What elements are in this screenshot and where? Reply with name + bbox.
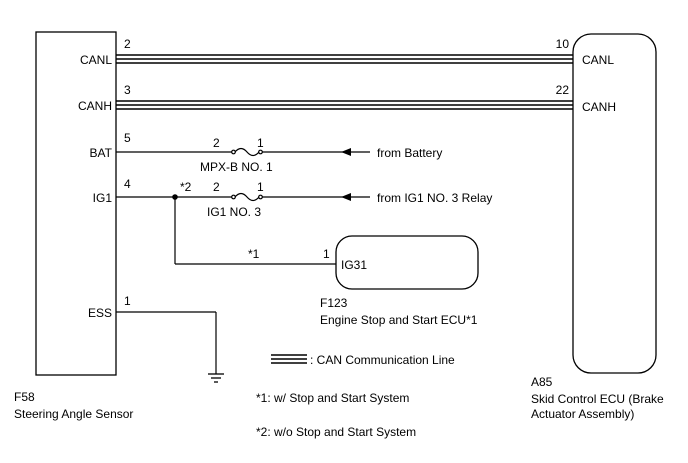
stop-start-ecu-name: Engine Stop and Start ECU*1 — [320, 313, 478, 327]
sensor-pin-ig1-number: 4 — [124, 177, 131, 191]
fuse2-pin-left: 2 — [213, 180, 220, 194]
can-line-legend-icon — [271, 354, 307, 364]
skid-ecu-name-line2: Actuator Assembly) — [531, 407, 634, 421]
note-2: *2: w/o Stop and Start System — [256, 425, 416, 439]
engine-stop-start-ecu-box — [335, 235, 479, 290]
skid-ecu-pin-canh-number: 22 — [556, 83, 570, 97]
fuse1-name: MPX-B NO. 1 — [200, 160, 273, 174]
canh-bus — [116, 100, 573, 110]
skid-control-ecu-box — [572, 33, 657, 374]
ig1-source-label: from IG1 NO. 3 Relay — [377, 191, 492, 205]
junction-dot — [172, 194, 178, 200]
bat-source-label: from Battery — [377, 146, 442, 160]
ess-wire — [116, 311, 217, 374]
sensor-pin-ig1-label: IG1 — [93, 191, 113, 205]
stop-start-ecu-pin-number: 1 — [323, 247, 330, 261]
skid-ecu-pin-canl-number: 10 — [556, 37, 570, 51]
fuse2-name: IG1 NO. 3 — [207, 205, 261, 219]
skid-ecu-pin-canl-label: CANL — [582, 53, 614, 67]
sensor-pin-canh-label: CANH — [78, 99, 112, 113]
bat-wire — [116, 147, 370, 157]
skid-ecu-pin-canh-label: CANH — [582, 100, 616, 114]
stop-start-ecu-pin-label: IG31 — [341, 258, 367, 272]
sensor-pin-canl-label: CANL — [80, 53, 112, 67]
sensor-pin-bat-label: BAT — [90, 146, 113, 160]
note-1: *1: w/ Stop and Start System — [256, 391, 409, 405]
stop-start-ecu-code: F123 — [320, 296, 348, 310]
steering-angle-sensor-box — [35, 31, 117, 376]
can-line-legend-label: : CAN Communication Line — [310, 353, 455, 367]
ig31-wire-note: *1 — [248, 247, 260, 261]
sensor-pin-canl-number: 2 — [124, 37, 131, 51]
fuse1-pin-right: 1 — [257, 136, 264, 150]
ground-icon — [208, 373, 224, 383]
fuse2-pin-right: 1 — [257, 180, 264, 194]
sensor-name: Steering Angle Sensor — [14, 407, 133, 421]
skid-ecu-name-line1: Skid Control ECU (Brake — [531, 392, 664, 406]
sensor-pin-ess-number: 1 — [124, 294, 131, 308]
sensor-pin-canh-number: 3 — [124, 83, 131, 97]
junction-note: *2 — [180, 180, 192, 194]
ig1-arrow-icon — [341, 193, 351, 201]
sensor-code: F58 — [14, 390, 35, 404]
canl-bus — [116, 54, 573, 64]
skid-ecu-code: A85 — [531, 375, 553, 389]
sensor-pin-bat-number: 5 — [124, 131, 131, 145]
sensor-pin-ess-label: ESS — [88, 306, 112, 320]
bat-arrow-icon — [341, 148, 351, 156]
fuse1-pin-left: 2 — [213, 136, 220, 150]
